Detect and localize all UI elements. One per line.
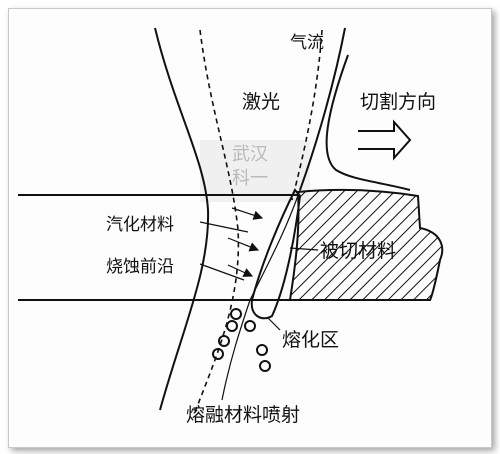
cut-direction-arrow bbox=[358, 119, 412, 161]
melt-droplets bbox=[212, 308, 271, 372]
gas-flow-curve bbox=[325, 54, 411, 191]
label-cut-direction: 切割方向 bbox=[360, 91, 436, 113]
droplet bbox=[256, 344, 268, 356]
beam-dashed-left bbox=[194, 29, 240, 413]
vapor-arrow-3 bbox=[227, 264, 254, 277]
label-melt-zone: 熔化区 bbox=[282, 329, 339, 351]
vapor-arrow-1 bbox=[231, 207, 264, 220]
leader-workpiece bbox=[289, 247, 319, 251]
label-melt-ejection: 熔融材料喷射 bbox=[186, 404, 300, 426]
leader-melt bbox=[267, 317, 281, 331]
workpiece-hatched bbox=[288, 188, 444, 301]
watermark-line2: 科一 bbox=[232, 168, 268, 189]
leader-vaporized bbox=[199, 221, 249, 233]
droplet bbox=[212, 348, 224, 360]
beam-dashed-right bbox=[291, 29, 323, 201]
vapor-arrow-2 bbox=[227, 237, 260, 252]
droplet bbox=[226, 320, 238, 332]
label-workpiece: 被切材料 bbox=[320, 240, 396, 262]
label-laser: 激光 bbox=[242, 91, 280, 113]
melt-zone bbox=[250, 188, 302, 320]
droplet bbox=[218, 335, 230, 347]
label-ablation-front: 烧蚀前沿 bbox=[106, 257, 174, 277]
watermark-line1: 武汉 bbox=[232, 144, 268, 165]
droplet bbox=[244, 320, 256, 332]
droplet bbox=[230, 308, 242, 320]
beam-left-edge bbox=[154, 27, 210, 411]
leader-ablation bbox=[199, 263, 245, 281]
label-airflow: 气流 bbox=[290, 33, 324, 53]
ablation-front-curve bbox=[221, 189, 301, 401]
watermark: 武汉 科一 bbox=[200, 140, 310, 202]
beam-right-edge bbox=[299, 27, 346, 191]
droplet bbox=[259, 360, 271, 372]
label-vaporized-material: 汽化材料 bbox=[106, 215, 174, 235]
